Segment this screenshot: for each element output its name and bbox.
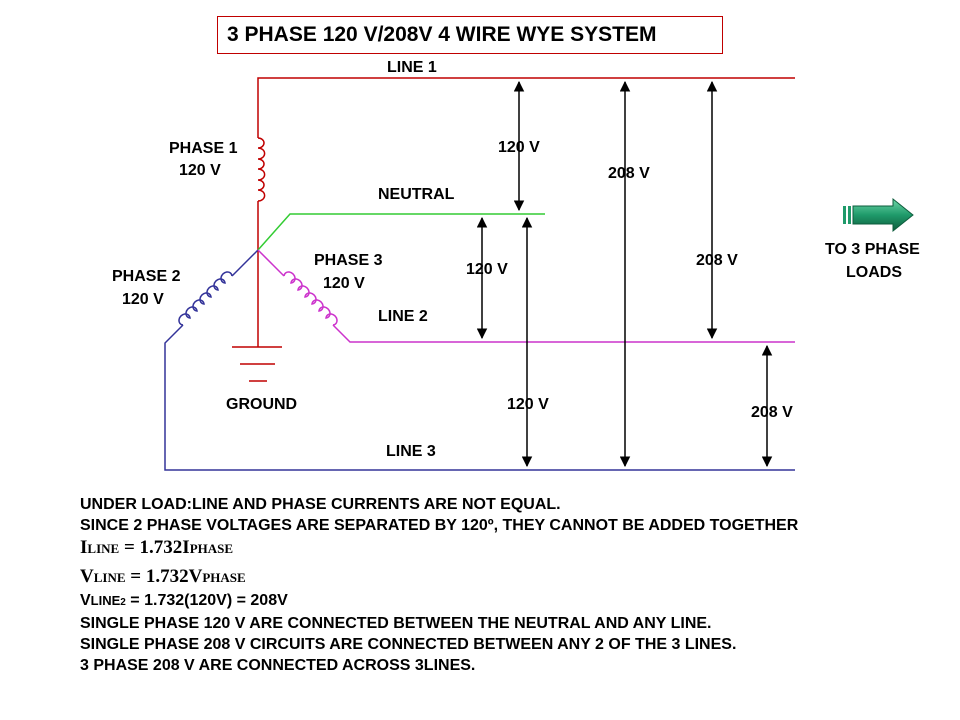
voltage-line1-neutral: 120 V (498, 139, 540, 156)
phase2-label: PHASE 2 (112, 268, 181, 285)
formula-current: ILINE = 1.732IPHASE (80, 537, 234, 558)
line1-wire (257, 77, 795, 250)
page-title: 3 PHASE 120 V/208V 4 WIRE WYE SYSTEM (217, 16, 723, 54)
loads-label-line2: LOADS (846, 264, 902, 281)
line3-label: LINE 3 (386, 443, 436, 460)
phase3-coil (257, 249, 795, 343)
voltage-line1-line2: 208 V (696, 252, 738, 269)
ground-symbol (232, 250, 282, 382)
note-phase-separation: SINCE 2 PHASE VOLTAGES ARE SEPARATED BY … (80, 517, 799, 534)
phase2-voltage: 120 V (122, 291, 164, 308)
neutral-label: NEUTRAL (378, 186, 455, 203)
line1-label: LINE 1 (387, 59, 437, 76)
formula-line-voltage: VLINE2 = 1.732(120V) = 208V (80, 592, 288, 609)
phase2-coil (164, 249, 795, 471)
voltage-line1-line3: 208 V (608, 165, 650, 182)
voltage-line2-line3: 208 V (751, 404, 793, 421)
voltage-neutral-line2: 120 V (466, 261, 508, 278)
loads-label-line1: TO 3 PHASE (825, 241, 920, 258)
loads-arrow-icon (843, 197, 914, 233)
formula-voltage: VLINE = 1.732VPHASE (80, 566, 246, 587)
phase1-coil (257, 137, 266, 202)
phase3-voltage: 120 V (323, 275, 365, 292)
note-single-phase-208: SINGLE PHASE 208 V CIRCUITS ARE CONNECTE… (80, 636, 737, 653)
voltage-neutral-line3: 120 V (507, 396, 549, 413)
notes-section: UNDER LOAD:LINE AND PHASE CURRENTS ARE N… (80, 494, 950, 676)
note-under-load: UNDER LOAD:LINE AND PHASE CURRENTS ARE N… (80, 496, 561, 513)
phase1-label: PHASE 1 (169, 140, 238, 157)
note-three-phase-208: 3 PHASE 208 V ARE CONNECTED ACROSS 3LINE… (80, 657, 476, 674)
note-single-phase-120: SINGLE PHASE 120 V ARE CONNECTED BETWEEN… (80, 615, 712, 632)
neutral-wire (257, 213, 545, 251)
phase3-label: PHASE 3 (314, 252, 383, 269)
line2-label: LINE 2 (378, 308, 428, 325)
phase1-voltage: 120 V (179, 162, 221, 179)
ground-label: GROUND (226, 396, 298, 413)
